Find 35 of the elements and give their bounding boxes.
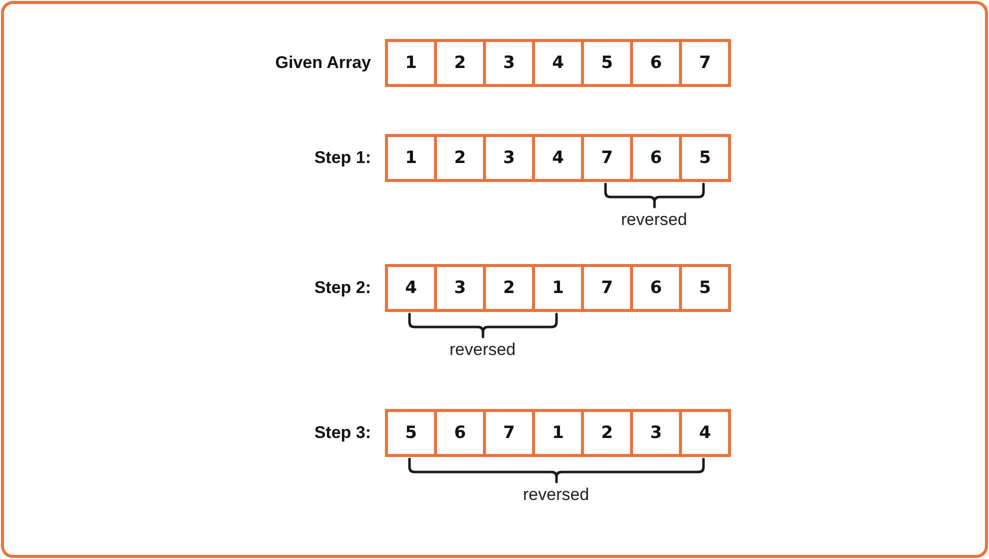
- array-cell: 7: [581, 134, 633, 182]
- array-cell: 4: [532, 39, 584, 87]
- array-cell: 4: [385, 264, 437, 312]
- array-cell: 2: [434, 39, 486, 87]
- array-cell: 6: [630, 134, 682, 182]
- array-cell: 3: [483, 39, 535, 87]
- array-cell: 2: [483, 264, 535, 312]
- array-cell: 3: [630, 409, 682, 457]
- array-cell: 3: [483, 134, 535, 182]
- bracket-label: reversed: [523, 485, 590, 505]
- array-cell: 5: [679, 264, 731, 312]
- row-label: Step 3:: [314, 423, 371, 443]
- array-cell: 7: [679, 39, 731, 87]
- bracket-label: reversed: [621, 210, 688, 230]
- array-cell: 2: [581, 409, 633, 457]
- array-cell: 5: [385, 409, 437, 457]
- array-cell: 1: [385, 134, 437, 182]
- array-cell: 1: [385, 39, 437, 87]
- array-cell: 1: [532, 264, 584, 312]
- array-cell: 6: [630, 39, 682, 87]
- row-label: Step 1:: [314, 148, 371, 168]
- row-label: Given Array: [275, 53, 371, 73]
- row-label: Step 2:: [314, 278, 371, 298]
- array-cell: 4: [679, 409, 731, 457]
- array-cell: 5: [679, 134, 731, 182]
- array-cell: 7: [581, 264, 633, 312]
- array-cell: 5: [581, 39, 633, 87]
- array-cell: 4: [532, 134, 584, 182]
- array-cell: 1: [532, 409, 584, 457]
- bracket-label: reversed: [450, 340, 516, 360]
- array-cell: 6: [434, 409, 486, 457]
- array-cell: 7: [483, 409, 535, 457]
- array-cell: 6: [630, 264, 682, 312]
- array-cell: 3: [434, 264, 486, 312]
- array-cell: 2: [434, 134, 486, 182]
